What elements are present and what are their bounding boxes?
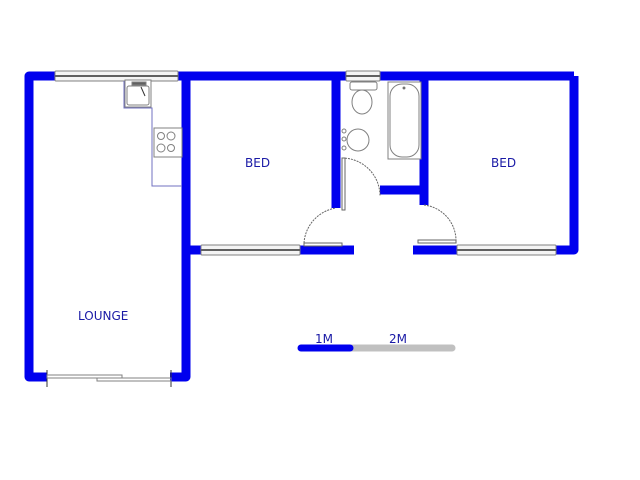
toilet-icon bbox=[349, 81, 378, 115]
sliding-door bbox=[46, 370, 172, 387]
walls bbox=[24, 71, 579, 382]
bathtub-icon bbox=[387, 81, 422, 160]
basin-icon bbox=[341, 128, 370, 152]
doors bbox=[303, 157, 457, 247]
scale-label-2m: 2M bbox=[389, 332, 407, 346]
windows bbox=[54, 70, 557, 256]
room-label-bed-2: BED bbox=[491, 156, 517, 170]
stove-icon bbox=[153, 127, 183, 158]
room-label-lounge: LOUNGE bbox=[78, 309, 129, 323]
scale-label-1m: 1M bbox=[315, 332, 333, 346]
room-label-bed-1: BED bbox=[245, 156, 271, 170]
sink-icon bbox=[124, 79, 152, 108]
kitchen-counter bbox=[123, 81, 182, 187]
